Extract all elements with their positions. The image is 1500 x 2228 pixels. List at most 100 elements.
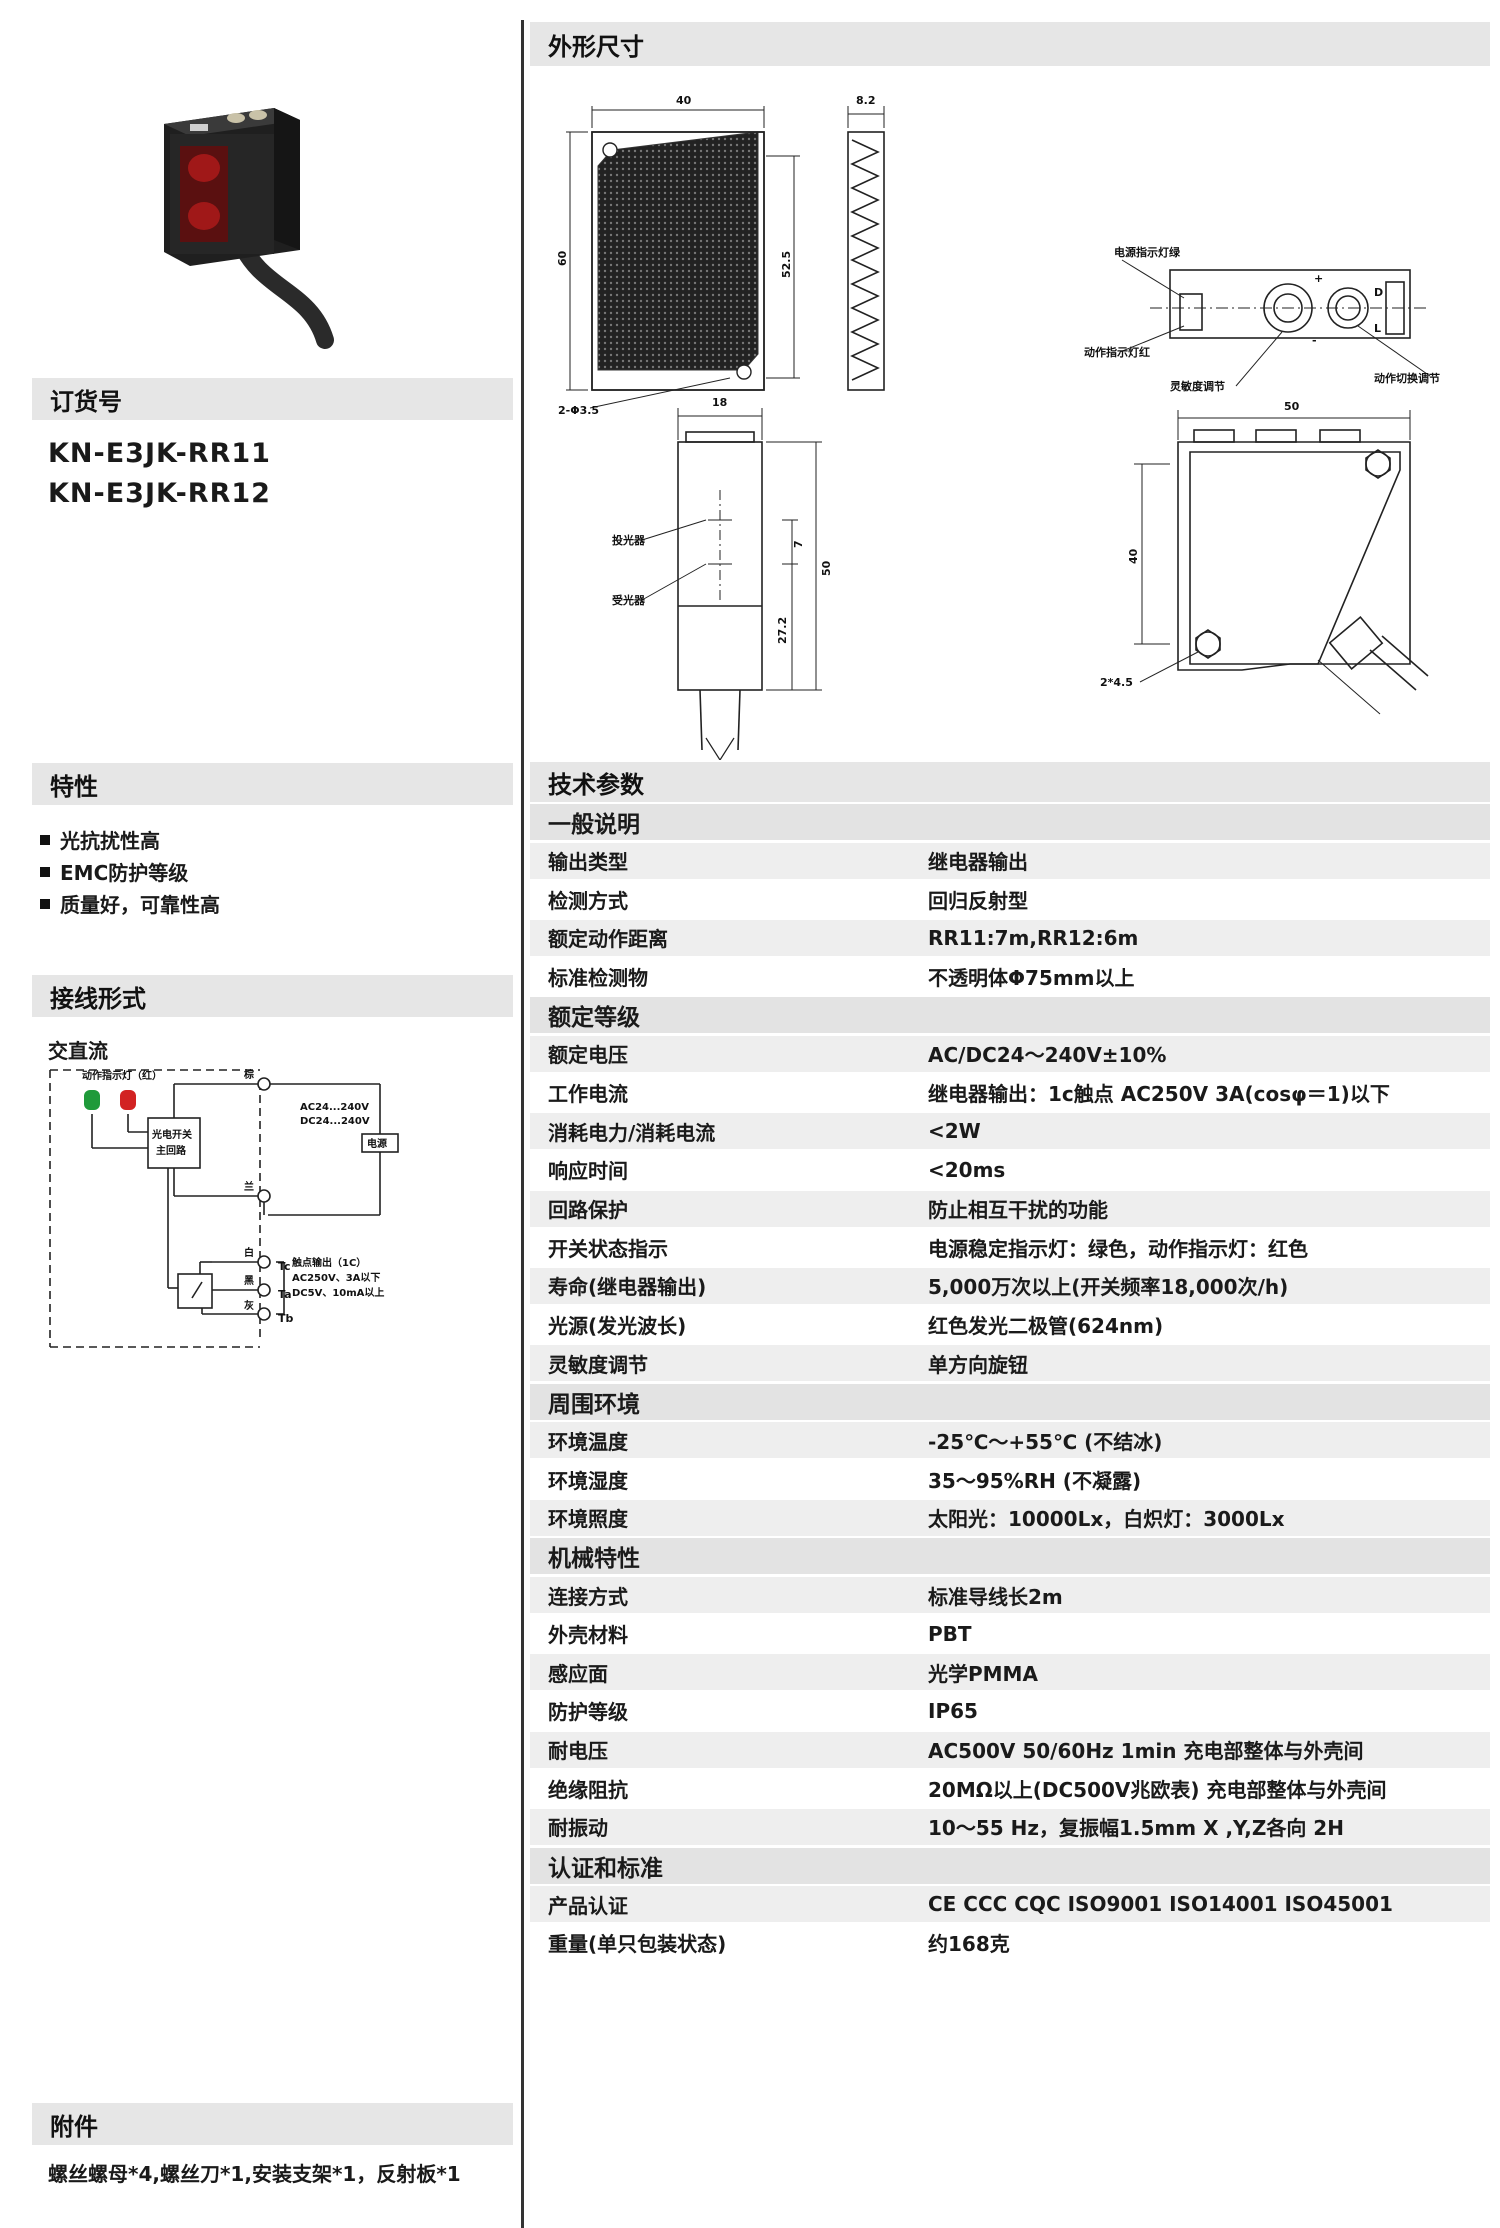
spec-key: 环境照度 bbox=[548, 1507, 628, 1532]
specs-header: 技术参数 bbox=[530, 762, 1490, 802]
spec-group-title: 机械特性 bbox=[548, 1546, 640, 1573]
dim-50-top: 50 bbox=[1284, 400, 1300, 413]
spec-value: 回归反射型 bbox=[928, 888, 1028, 913]
receiver-label: 受光器 bbox=[612, 593, 646, 607]
spec-key: 感应面 bbox=[548, 1661, 608, 1686]
bullet-square-icon bbox=[40, 898, 50, 909]
column-divider bbox=[521, 20, 524, 2228]
spec-value: RR11:7m,RR12:6m bbox=[928, 925, 1139, 950]
spec-group-row: 机械特性 bbox=[530, 1538, 1490, 1575]
wire-white-label: 白 bbox=[244, 1246, 254, 1259]
dim-50-side: 50 bbox=[820, 560, 833, 576]
spec-key: 环境湿度 bbox=[548, 1468, 628, 1493]
term-tb-label: Tb bbox=[278, 1312, 294, 1325]
supply-voltage-2: DC24...240V bbox=[300, 1116, 370, 1127]
spec-value: IP65 bbox=[928, 1698, 978, 1723]
contact-note-1: 触点输出（1C） bbox=[291, 1256, 366, 1269]
spec-key: 消耗电力/消耗电流 bbox=[548, 1120, 716, 1145]
order-number-title: 订货号 bbox=[50, 387, 122, 416]
accessories-title: 附件 bbox=[50, 2112, 98, 2141]
term-ta-label: Ta bbox=[278, 1288, 292, 1301]
spec-row: 响应时间 <20ms bbox=[530, 1152, 1490, 1188]
spec-value: 红色发光二极管(624nm) bbox=[928, 1313, 1164, 1338]
spec-value: AC/DC24～240V±10% bbox=[928, 1043, 1167, 1068]
spec-key: 响应时间 bbox=[548, 1159, 628, 1184]
spec-group-row: 认证和标准 bbox=[530, 1847, 1490, 1884]
spec-value: 约168克 bbox=[928, 1932, 1010, 1957]
spec-key: 光源(发光波长) bbox=[548, 1313, 687, 1338]
spec-value: 光学PMMA bbox=[928, 1661, 1038, 1686]
dim-40-right: 40 bbox=[1127, 548, 1140, 564]
bullet-square-icon bbox=[40, 834, 50, 845]
power-led-label: 电源指示灯绿 bbox=[1114, 245, 1181, 259]
dim-8-2: 8.2 bbox=[856, 94, 876, 107]
spec-key: 绝缘阻抗 bbox=[548, 1777, 628, 1802]
spec-value: 继电器输出：1c触点 AC250V 3A(cosφ＝1)以下 bbox=[928, 1082, 1390, 1107]
wire-brown-label: 棕 bbox=[243, 1068, 254, 1081]
spec-key: 输出类型 bbox=[548, 850, 628, 875]
dim-7: 7 bbox=[792, 540, 805, 548]
mark-plus: + bbox=[1314, 272, 1323, 285]
red-led-icon bbox=[120, 1090, 136, 1110]
order-number-header: 订货号 bbox=[32, 378, 513, 420]
spec-key: 连接方式 bbox=[548, 1584, 628, 1609]
spec-row: 绝缘阻抗 20MΩ以上(DC500V兆欧表) 充电部整体与外壳间 bbox=[530, 1770, 1490, 1806]
spec-key: 环境温度 bbox=[548, 1429, 628, 1454]
spec-value: <20ms bbox=[928, 1157, 1006, 1182]
spec-row: 寿命(继电器输出)5,000万次以上(开关频率18,000次/h) bbox=[530, 1267, 1490, 1304]
spec-row: 灵敏度调节 单方向旋钮 bbox=[530, 1345, 1490, 1382]
dimensions-header: 外形尺寸 bbox=[530, 22, 1490, 66]
indicator-label: 动作指示灯（红） bbox=[82, 1069, 162, 1082]
spec-key: 回路保护 bbox=[548, 1198, 628, 1222]
supply-voltage-1: AC24...240V bbox=[300, 1102, 369, 1113]
feature-text: 光抗扰性高 bbox=[60, 829, 160, 853]
spec-key: 检测方式 bbox=[548, 888, 628, 913]
spec-row: 检测方式 回归反射型 bbox=[530, 881, 1490, 917]
spec-key: 重量(单只包装状态) bbox=[548, 1932, 727, 1957]
features-header: 特性 bbox=[32, 763, 513, 805]
wire-blue-label: 兰 bbox=[244, 1180, 254, 1193]
spec-value: CE CCC CQC ISO9001 ISO14001 ISO45001 bbox=[928, 1892, 1393, 1917]
wire-black-label: 黑 bbox=[244, 1275, 254, 1287]
contact-note-3: DC5V、10mA以上 bbox=[292, 1286, 384, 1299]
spec-key: 耐振动 bbox=[548, 1816, 608, 1841]
spec-value: -25℃～+55℃ (不结冰) bbox=[928, 1429, 1163, 1454]
spec-value: PBT bbox=[928, 1621, 972, 1646]
features-title: 特性 bbox=[50, 772, 98, 801]
spec-group-row: 周围环境 bbox=[530, 1383, 1490, 1420]
wiring-diagram: 动作指示灯（红） 光电开关 主回路 AC24...240V DC24...240… bbox=[49, 1068, 399, 1348]
spec-value: 继电器输出 bbox=[928, 850, 1028, 875]
spec-value: 标准导线长2m bbox=[928, 1584, 1063, 1609]
feature-item-2: EMC防护等级 bbox=[40, 857, 188, 886]
spec-key: 灵敏度调节 bbox=[548, 1352, 648, 1377]
dim-60: 60 bbox=[556, 250, 569, 266]
feature-item-3: 质量好，可靠性高 bbox=[40, 889, 220, 918]
contact-note-2: AC250V、3A以下 bbox=[292, 1272, 380, 1284]
spec-row: 开关状态指示电源稳定指示灯：绿色，动作指示灯：红色 bbox=[530, 1229, 1490, 1265]
dimensions-title: 外形尺寸 bbox=[548, 32, 644, 61]
spec-value: 5,000万次以上(开关频率18,000次/h) bbox=[928, 1275, 1289, 1300]
dim-52-5: 52.5 bbox=[780, 251, 793, 278]
circuit-label-1: 光电开关 bbox=[151, 1128, 192, 1141]
spec-group-title: 一般说明 bbox=[548, 812, 640, 838]
spec-group-title: 周围环境 bbox=[548, 1391, 640, 1418]
spec-key: 产品认证 bbox=[548, 1893, 628, 1918]
spec-row: 重量(单只包装状态) 约168克 bbox=[530, 1925, 1490, 1961]
dim-40: 40 bbox=[676, 94, 692, 107]
spec-value: 10～55 Hz，复振幅1.5mm X ,Y,Z各向 2H bbox=[928, 1816, 1344, 1841]
wiring-title: 接线形式 bbox=[50, 984, 146, 1013]
order-number-1: KN-E3JK-RR11 bbox=[48, 438, 271, 469]
spec-value: 35～95%RH (不凝露) bbox=[928, 1468, 1142, 1493]
spec-key: 额定电压 bbox=[548, 1043, 628, 1068]
product-photo bbox=[164, 108, 334, 349]
wiring-subtitle: 交直流 bbox=[48, 1039, 108, 1063]
dim-27-2: 27.2 bbox=[776, 617, 789, 644]
spec-value: 单方向旋钮 bbox=[928, 1352, 1028, 1377]
green-led-icon bbox=[84, 1090, 100, 1110]
spec-row: 环境照度太阳光：10000Lx，白炽灯：3000Lx bbox=[530, 1499, 1490, 1536]
dimension-drawing: 40 8.2 60 52.5 2-Φ3.5 18 7 50 27.2 投光器 受… bbox=[556, 94, 1440, 760]
spec-key: 额定动作距离 bbox=[548, 927, 668, 952]
dim-2x4-5: 2*4.5 bbox=[1100, 676, 1133, 689]
spec-value: 不透明体Φ75mm以上 bbox=[928, 966, 1135, 991]
spec-value: 20MΩ以上(DC500V兆欧表) 充电部整体与外壳间 bbox=[928, 1777, 1387, 1802]
